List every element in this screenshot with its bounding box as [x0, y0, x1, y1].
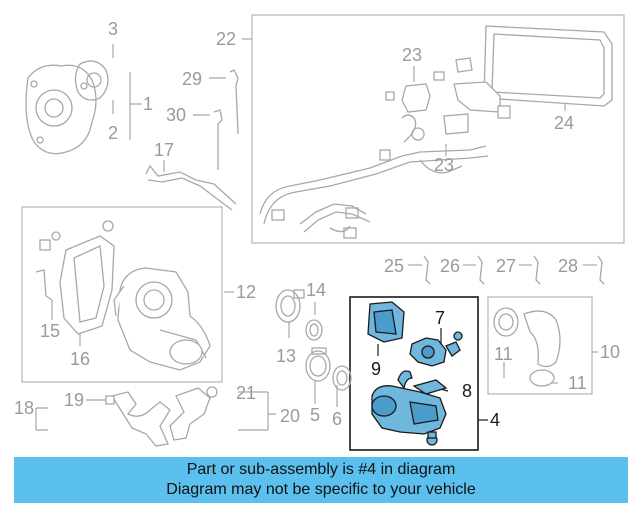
- callout-11a: 11: [494, 344, 513, 364]
- callout-22: 22: [216, 29, 237, 49]
- callout-3: 3: [108, 19, 119, 39]
- callout-7: 7: [435, 308, 446, 328]
- hoses-22: [259, 114, 489, 239]
- part-4-assembly: [367, 301, 463, 446]
- callout-10: 10: [600, 342, 621, 362]
- callout-18: 18: [14, 398, 35, 418]
- callout-26: 26: [440, 256, 461, 276]
- banner-line-1: Part or sub-assembly is #4 in diagram: [186, 461, 456, 478]
- brackets-23: [385, 57, 511, 141]
- callout-13: 13: [276, 346, 297, 366]
- info-banner: Part or sub-assembly is #4 in diagram Di…: [14, 457, 628, 503]
- callout-28: 28: [558, 256, 579, 276]
- callout-23b: 23: [434, 155, 455, 175]
- callout-15: 15: [40, 321, 61, 341]
- leader-lines: [35, 38, 598, 431]
- callout-16: 16: [70, 349, 91, 369]
- callout-24: 24: [554, 113, 575, 133]
- clamp-5-6: [305, 347, 352, 391]
- callout-5: 5: [310, 405, 321, 425]
- part-4-pipe: [397, 370, 413, 390]
- callout-9: 9: [371, 359, 382, 379]
- callout-23a: 23: [402, 45, 423, 65]
- callout-30: 30: [166, 105, 187, 125]
- callout-19: 19: [64, 390, 85, 410]
- callout-1: 1: [143, 94, 154, 114]
- callout-2: 2: [108, 123, 119, 143]
- callout-21: 21: [236, 383, 257, 403]
- box-10: [487, 296, 593, 395]
- callout-12: 12: [236, 282, 257, 302]
- sensors-29-30: [213, 69, 239, 170]
- pipe-brackets-19-21: [105, 386, 218, 447]
- turbocharger-12: [113, 267, 211, 371]
- group-boxes: [21, 14, 625, 395]
- callout-25: 25: [384, 256, 405, 276]
- parts-diagram: [21, 14, 625, 451]
- callout-29: 29: [182, 69, 203, 89]
- hose-10-11: [493, 307, 561, 387]
- callout-8: 8: [462, 381, 473, 401]
- box-12: [21, 206, 223, 383]
- clamp-13-14: [275, 289, 323, 341]
- sensors-25-28: [423, 255, 605, 285]
- callout-20: 20: [280, 406, 301, 426]
- turbo-housing-1: [25, 64, 97, 155]
- pipe-17: [145, 164, 237, 211]
- intercooler-24: [483, 25, 613, 107]
- callout-6: 6: [332, 409, 343, 429]
- callout-14: 14: [306, 280, 327, 300]
- callout-27: 27: [496, 256, 517, 276]
- callout-4: 4: [490, 410, 501, 430]
- box-22: [251, 14, 625, 244]
- part-8-gasket: [412, 379, 448, 395]
- banner-line-2: Diagram may not be specific to your vehi…: [166, 481, 476, 498]
- callout-17: 17: [154, 140, 175, 160]
- heat-shield-16: [35, 220, 115, 335]
- gasket-3: [74, 60, 109, 101]
- callout-11b: 11: [568, 373, 587, 393]
